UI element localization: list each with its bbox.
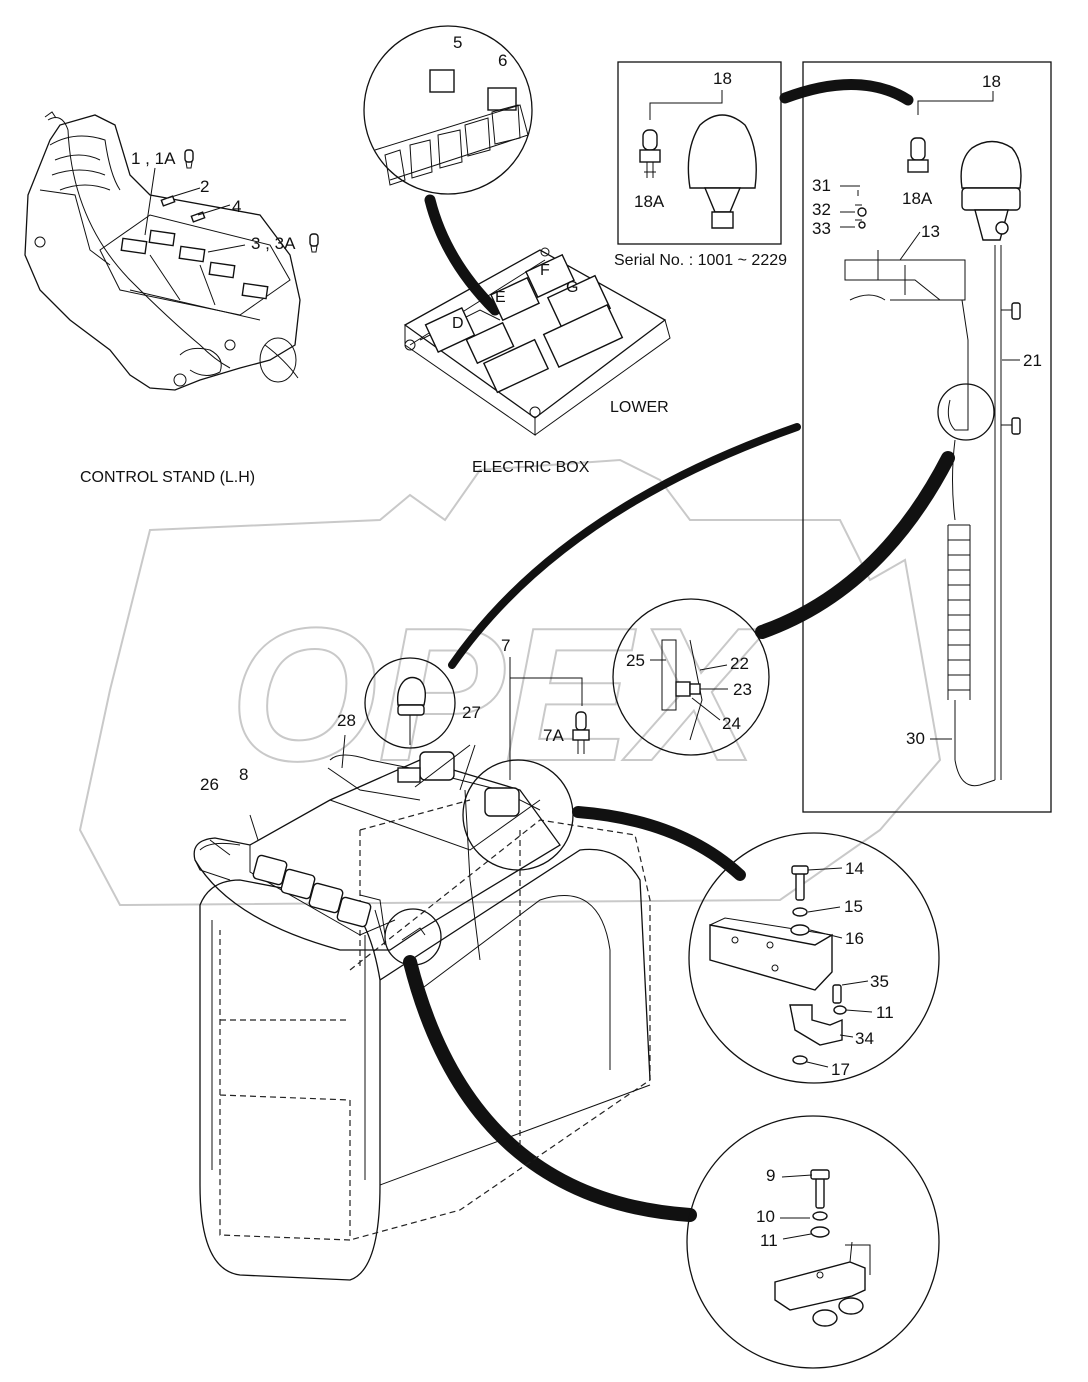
cab-assembly-drawing bbox=[193, 734, 651, 1281]
label-18a-inset: 18A bbox=[634, 192, 665, 211]
beacon-18-icon bbox=[687, 114, 757, 229]
label-2: 2 bbox=[200, 177, 209, 196]
leader-7 bbox=[509, 657, 583, 780]
label-4: 4 bbox=[232, 197, 241, 216]
halogen-bulb-7a-icon bbox=[572, 711, 590, 754]
relay-detail-callout bbox=[363, 25, 533, 195]
caption-lower: LOWER bbox=[610, 399, 669, 416]
halogen-bulb-18a-alt-icon bbox=[907, 137, 929, 173]
label-18a-detail: 18A bbox=[902, 189, 933, 208]
label-35: 35 bbox=[870, 972, 889, 991]
coiled-cable-30 bbox=[947, 524, 971, 760]
bracket-detail-callout bbox=[688, 832, 940, 1084]
label-1-1a: 1 , 1A bbox=[131, 149, 176, 168]
beacon-pole-detail-box bbox=[802, 61, 1052, 813]
box-letter-e: E bbox=[495, 289, 506, 306]
caption-electric-box: ELECTRIC BOX bbox=[472, 459, 590, 476]
label-31: 31 bbox=[812, 176, 831, 195]
label-8: 8 bbox=[239, 765, 248, 784]
box-letter-f: F bbox=[540, 262, 550, 279]
electric-box-drawing: D E F G bbox=[403, 247, 671, 436]
label-14: 14 bbox=[845, 859, 864, 878]
label-15: 15 bbox=[844, 897, 863, 916]
label-9: 9 bbox=[766, 1166, 775, 1185]
label-10: 10 bbox=[756, 1207, 775, 1226]
beacon-18-pole-icon bbox=[960, 140, 1022, 241]
label-11-upper: 11 bbox=[876, 1003, 894, 1022]
label-18-detail: 18 bbox=[982, 72, 1001, 91]
control-stand-drawing bbox=[24, 111, 319, 391]
label-27: 27 bbox=[462, 703, 481, 722]
callout-arc-top bbox=[779, 79, 914, 106]
label-7a: 7A bbox=[543, 726, 564, 745]
bolt-detail-callout bbox=[686, 1115, 940, 1369]
box-letter-d: D bbox=[452, 315, 464, 332]
label-24: 24 bbox=[722, 714, 741, 733]
halogen-bulb-18a-icon bbox=[639, 129, 661, 178]
label-23: 23 bbox=[733, 680, 752, 699]
callout-arc-upper bbox=[448, 423, 801, 669]
clamp-detail-callout bbox=[612, 598, 770, 756]
caption-control-stand: CONTROL STAND (L.H) bbox=[80, 469, 255, 486]
label-11-lower: 11 bbox=[760, 1231, 778, 1250]
label-28: 28 bbox=[337, 711, 356, 730]
label-33: 33 bbox=[812, 219, 831, 238]
label-30: 30 bbox=[906, 729, 925, 748]
label-17: 17 bbox=[831, 1060, 850, 1079]
callout-arc-right bbox=[755, 451, 955, 639]
box-letter-g: G bbox=[566, 279, 578, 296]
beacon-callout bbox=[364, 657, 456, 749]
bulb-1a-icon bbox=[184, 149, 194, 169]
label-22: 22 bbox=[730, 654, 749, 673]
callout-arc-bracket bbox=[572, 806, 746, 881]
label-3-3a: 3 , 3A bbox=[251, 234, 296, 253]
label-5: 5 bbox=[453, 33, 462, 52]
caption-serial: Serial No. : 1001 ~ 2229 bbox=[614, 252, 787, 269]
bulb-3a-icon bbox=[309, 233, 319, 253]
label-21: 21 bbox=[1023, 351, 1042, 370]
label-6: 6 bbox=[498, 51, 507, 70]
label-32: 32 bbox=[812, 200, 831, 219]
serial-inset-box bbox=[617, 61, 782, 245]
label-25: 25 bbox=[626, 651, 645, 670]
label-26: 26 bbox=[200, 775, 219, 794]
callout-arc-bottom bbox=[403, 955, 697, 1222]
label-13: 13 bbox=[921, 222, 940, 241]
label-7: 7 bbox=[501, 636, 510, 655]
label-34: 34 bbox=[855, 1029, 874, 1048]
label-18-inset: 18 bbox=[713, 69, 732, 88]
label-16: 16 bbox=[845, 929, 864, 948]
